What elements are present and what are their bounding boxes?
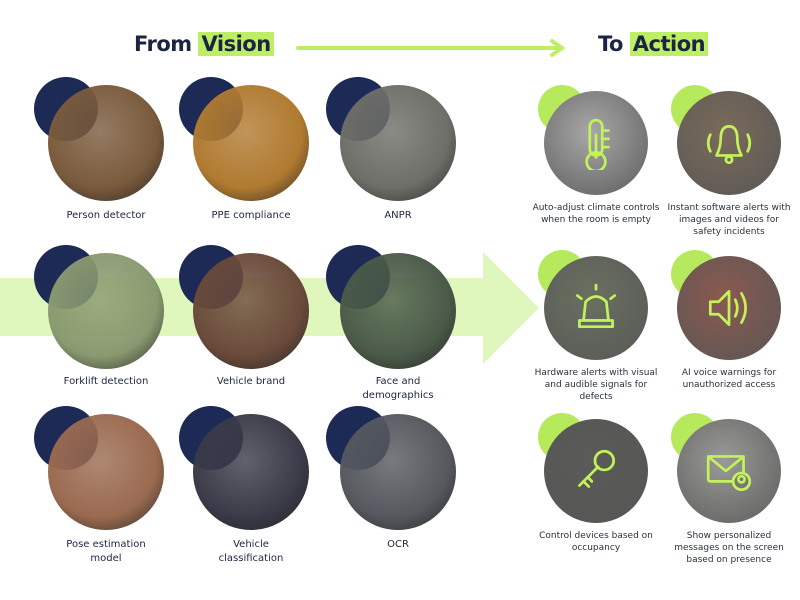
vision-label: Vehicle brand (216, 376, 286, 387)
action-image (544, 256, 648, 360)
action-label: Show personalized messages on the screen… (674, 531, 784, 565)
action-label: Control devices based on occupancy (539, 531, 653, 553)
from-text: From (134, 32, 192, 56)
to-text: To (598, 32, 623, 56)
vision-image (193, 414, 309, 530)
action-highlight: Action (629, 32, 709, 56)
vision-label: Person detector (66, 210, 146, 221)
key-icon (578, 449, 616, 488)
flow-arrow-head (483, 252, 539, 364)
vision-image (193, 85, 309, 201)
vision-label: Forklift detection (63, 376, 149, 387)
action-label: AI voice warnings for unauthorized acces… (681, 368, 777, 390)
to-action-title: To Action (598, 32, 709, 56)
mail-user-icon (706, 455, 752, 492)
vision-image (48, 414, 164, 530)
action-label: Hardware alerts with visual and audible … (534, 368, 658, 402)
action-image (544, 419, 648, 523)
action-label: Auto-adjust climate controls when the ro… (532, 203, 660, 225)
vision-image (340, 85, 456, 201)
vision-image (340, 253, 456, 369)
vision-label: PPE compliance (211, 210, 291, 221)
speaker-icon (708, 290, 747, 326)
vision-image (48, 253, 164, 369)
vision-highlight: Vision (198, 32, 274, 56)
from-vision-title: From Vision (134, 32, 274, 56)
vision-label: Pose estimation model (66, 539, 146, 564)
vision-label: ANPR (384, 210, 412, 221)
action-image (677, 91, 781, 195)
action-image (544, 91, 648, 195)
vision-image (193, 253, 309, 369)
action-image (677, 419, 781, 523)
siren-icon (575, 283, 617, 329)
vision-label: Vehicle classification (218, 539, 284, 564)
action-image (677, 256, 781, 360)
vision-label: Face and demographics (362, 376, 434, 401)
action-label: Instant software alerts with images and … (667, 203, 791, 237)
vision-image (340, 414, 456, 530)
vision-label: OCR (387, 539, 409, 550)
bell-icon (706, 125, 752, 165)
vision-image (48, 85, 164, 201)
thermometer-icon (585, 118, 610, 170)
arrow-line-icon (296, 39, 566, 57)
